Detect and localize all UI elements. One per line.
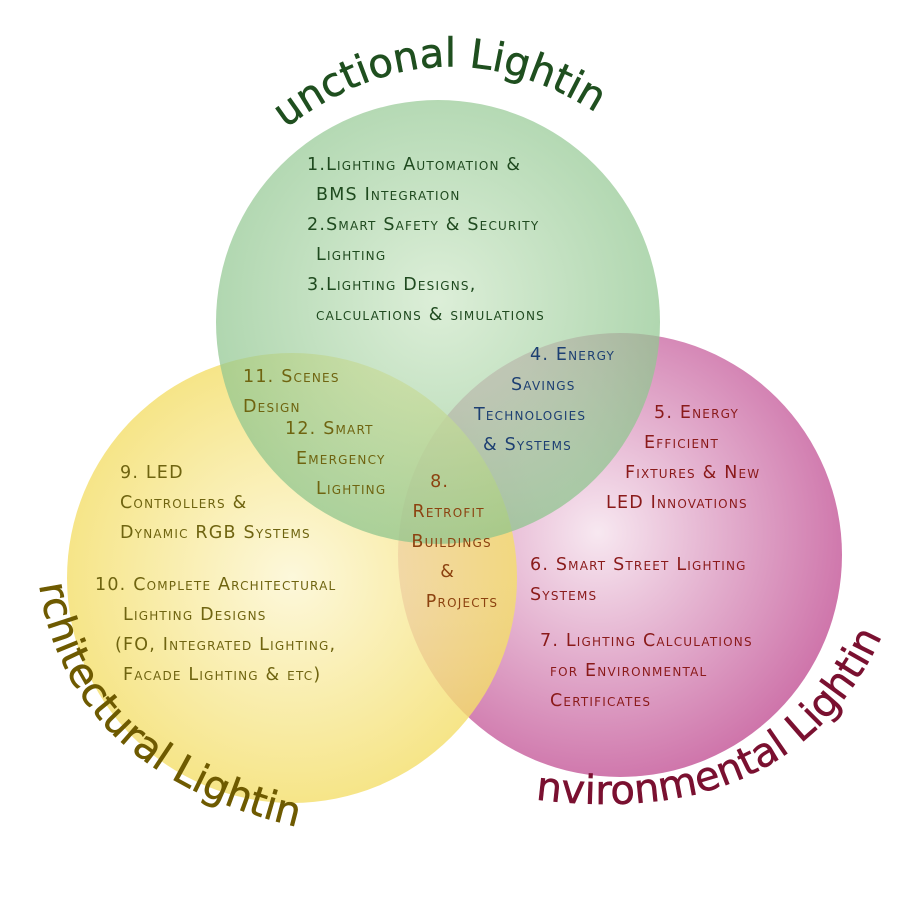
item-1-lighting-automation: 1.Lighting Automation & BMS Integration <box>307 155 528 205</box>
item-10-complete-architectural: 10. Complete Architectural Lighting Desi… <box>95 575 343 685</box>
functional-circle <box>216 100 660 544</box>
item-3-lighting-designs: 3.Lighting Designs, calculations & simul… <box>307 275 545 325</box>
item-8-retrofit-buildings: 8. Retrofit Buildings & Projects <box>411 472 498 612</box>
item-12-smart-emergency-lighting: 12. Smart Emergency Lighting <box>285 419 392 499</box>
item-9-led-controllers: 9. LED Controllers & Dynamic RGB Systems <box>120 463 311 543</box>
item-11-scenes-design: 11. Scenes Design <box>243 367 346 417</box>
item-5-energy-efficient-fixtures: 5. Energy Efficient Fixtures & New LED I… <box>606 403 767 513</box>
functional-title: Functional Lighting <box>0 0 614 136</box>
item-4-energy-savings: 4. Energy Savings Technologies & Systems <box>473 345 622 455</box>
item-6-smart-street-lighting: 6. Smart Street Lighting Systems <box>530 555 753 605</box>
item-2-smart-safety-security: 2.Smart Safety & Security Lighting <box>307 215 546 265</box>
item-7-lighting-calculations: 7. Lighting Calculations for Environment… <box>540 631 760 711</box>
